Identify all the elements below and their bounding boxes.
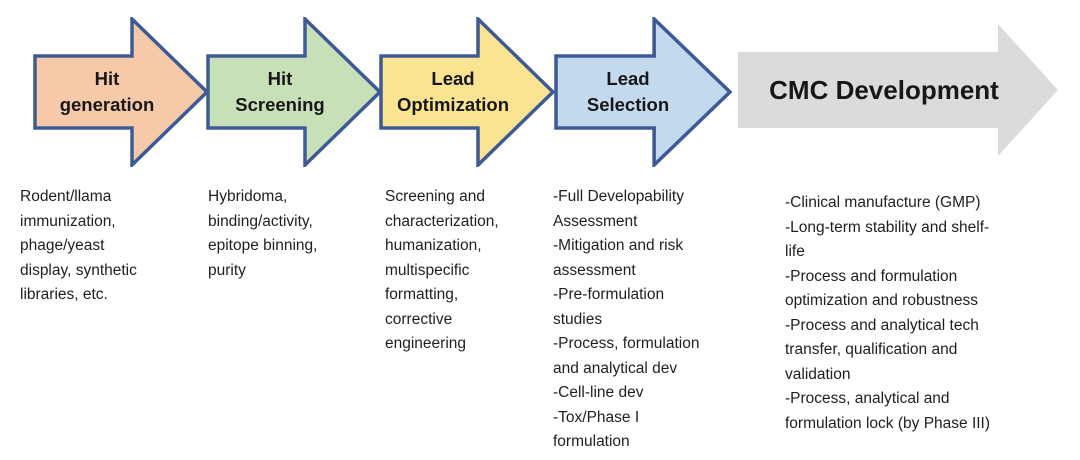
right-arrow-shape-icon bbox=[206, 17, 382, 167]
stage-label-hit-screening: Hit Screening bbox=[235, 68, 325, 115]
stage-label-cmc-development: CMC Development bbox=[769, 75, 999, 105]
right-arrow-shape-icon bbox=[554, 17, 732, 167]
stage-label-hit-generation: Hit generation bbox=[59, 68, 155, 115]
stage-label-lead-selection: Lead Selection bbox=[586, 68, 670, 115]
right-arrow-shape-icon bbox=[379, 17, 555, 167]
stage-arrow-lead-selection: Lead Selection bbox=[554, 17, 732, 167]
stage-arrow-lead-optimization: Lead Optimization bbox=[379, 17, 555, 167]
stage-arrow-hit-screening: Hit Screening bbox=[206, 17, 382, 167]
right-arrow-shape-icon bbox=[738, 24, 1058, 156]
right-arrow-shape-icon bbox=[33, 17, 209, 167]
stage-arrow-hit-generation: Hit generation bbox=[33, 17, 209, 167]
stage-details-hit-screening: Hybridoma, binding/activity, epitope bin… bbox=[208, 188, 318, 279]
stage-arrow-cmc-development: CMC Development bbox=[738, 20, 1060, 160]
stage-details-lead-optimization: Screening and characterization, humaniza… bbox=[385, 188, 499, 352]
stage-details-hit-generation: Rodent/llama immunization, phage/yeast d… bbox=[20, 188, 137, 303]
stage-details-cmc-development: -Clinical manufacture (GMP) -Long-term s… bbox=[785, 194, 991, 432]
stage-label-lead-optimization: Lead Optimization bbox=[396, 68, 510, 115]
stage-details-lead-selection: -Full Developability Assessment -Mitigat… bbox=[553, 188, 700, 450]
